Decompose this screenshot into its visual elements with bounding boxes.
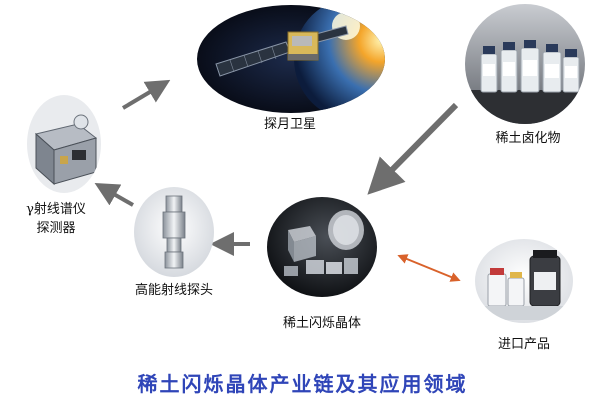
rare-earth-compound-label: 稀土卤化物: [495, 131, 561, 146]
rare-earth-compound-image: [465, 4, 585, 124]
imports-label: 进口产品: [497, 337, 550, 352]
imports-node: [474, 238, 574, 324]
gamma-detector-image: [27, 95, 101, 193]
gamma-detector-node: [26, 94, 102, 194]
arrow-crystal-imports: [397, 254, 461, 282]
satellite-label: 探月卫星: [263, 117, 316, 132]
satellite-image: [197, 5, 385, 113]
arrow-compound-to-crystal: [367, 102, 459, 195]
imports-image: [475, 239, 573, 323]
crystal-node: [266, 196, 378, 298]
gamma-detector-label-line2: 探测器: [36, 221, 76, 236]
crystal-image: [267, 197, 377, 297]
diagram-title: 稀土闪烁晶体产业链及其应用领域: [137, 372, 468, 396]
arrow-detector-to-satellite: [121, 79, 171, 110]
probe-image: [134, 187, 214, 277]
arrow-probe-to-detector: [94, 183, 134, 207]
probe-node: [133, 186, 215, 278]
crystal-label: 稀土闪烁晶体: [282, 316, 361, 331]
satellite-node: [196, 4, 386, 114]
rare-earth-compound-node: [463, 2, 588, 127]
gamma-detector-label-line1: γ射线谱仪: [26, 202, 86, 217]
probe-label: 高能射线探头: [134, 283, 213, 298]
